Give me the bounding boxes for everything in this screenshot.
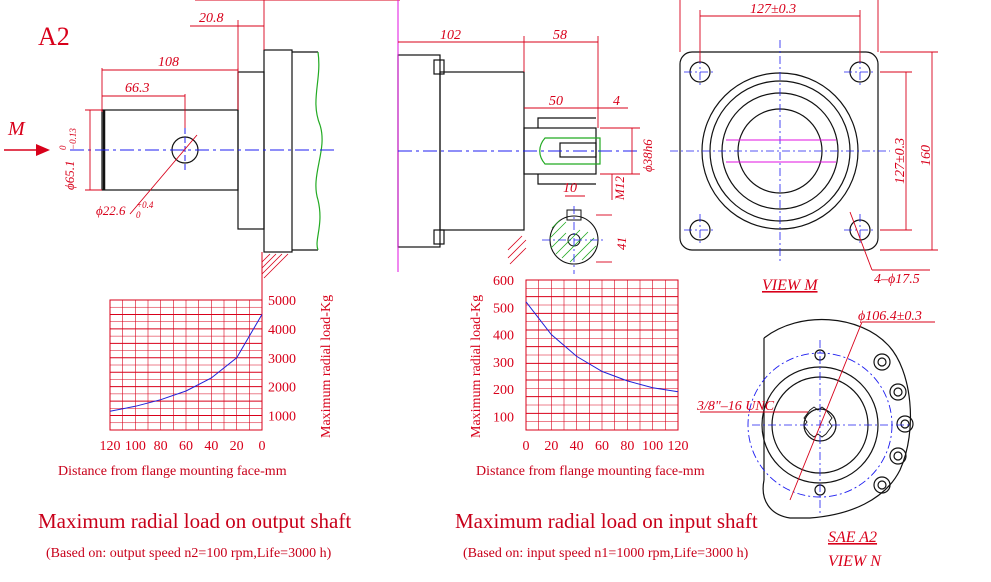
output-x-tick: 120: [100, 439, 121, 454]
svg-text:41: 41: [614, 237, 629, 250]
svg-text:ϕ22.6: ϕ22.6: [96, 203, 126, 218]
drawing-id: A2: [38, 22, 70, 51]
view-m-label: VIEW M: [762, 277, 819, 294]
view-m-arrow-label: M: [7, 118, 26, 140]
svg-text:M12: M12: [612, 176, 627, 201]
dim-bore-diameter: ϕ22.6 +0.4 0: [96, 200, 154, 220]
svg-text:0: 0: [136, 210, 141, 220]
svg-text:0: 0: [58, 145, 68, 150]
dim-20-8: 20.8: [199, 11, 224, 26]
dim-unc-thread: 3/8"–16 UNC: [696, 399, 775, 414]
svg-text:−0.13: −0.13: [68, 128, 78, 150]
sae-label: SAE A2: [828, 529, 877, 546]
output-load-chart: 120 100 80 60 40 20 0 5000 4000 3000 2000 1000 Max…: [100, 294, 335, 454]
output-chart-title: Maximum radial load on output shaft: [38, 509, 352, 533]
svg-text:160: 160: [919, 145, 934, 166]
input-y-tick: 200: [493, 383, 514, 398]
view-n-flange: [747, 318, 914, 519]
input-chart-title: Maximum radial load on input shaft: [455, 509, 758, 533]
dim-shaft-diameter: ϕ65.1 0 −0.13: [58, 128, 78, 190]
dim-160: 160: [919, 145, 934, 166]
output-y-tick: 5000: [268, 294, 296, 309]
input-chart-subtitle: (Based on: input speed n1=1000 rpm,Life=…: [463, 546, 749, 561]
dim-102: 102: [440, 28, 461, 43]
dim-bolt-holes: 4–ϕ17.5: [874, 272, 920, 287]
input-x-tick: 20: [544, 439, 558, 454]
output-y-tick: 1000: [268, 410, 296, 425]
shaft-cross-section: [542, 206, 606, 274]
output-y-tick: 2000: [268, 381, 296, 396]
output-x-axis-label: Distance from flange mounting face-mm: [58, 464, 287, 479]
input-x-axis-label: Distance from flange mounting face-mm: [476, 464, 705, 479]
svg-text:127±0.3: 127±0.3: [893, 138, 908, 184]
dim-106-4: ϕ106.4±0.3: [858, 309, 922, 324]
dim-41: 41: [614, 237, 629, 250]
input-x-tick: 100: [642, 439, 663, 454]
input-x-tick: 120: [668, 439, 689, 454]
output-x-tick: 0: [259, 439, 266, 454]
dim-m12: M12: [612, 176, 627, 201]
input-hatch: [507, 235, 527, 265]
input-x-tick: 80: [620, 439, 634, 454]
svg-text:Maximum radial load-Kg: Maximum radial load-Kg: [319, 295, 334, 438]
ground-hatch: [261, 253, 289, 279]
dim-58: 58: [553, 28, 567, 43]
output-load-curve: [109, 314, 263, 412]
output-x-tick: 40: [204, 439, 218, 454]
output-housing: [263, 49, 293, 253]
input-x-tick: 0: [523, 439, 530, 454]
input-y-tick: 600: [493, 274, 514, 289]
dim-38h6: ϕ38h6: [640, 139, 655, 172]
output-chart-subtitle: (Based on: output speed n2=100 rpm,Life=…: [46, 546, 332, 561]
input-y-tick: 400: [493, 329, 514, 344]
input-x-tick: 60: [595, 439, 609, 454]
svg-text:Maximum radial load-Kg: Maximum radial load-Kg: [469, 295, 484, 438]
svg-text:+0.4: +0.4: [136, 200, 154, 210]
output-y-axis-label: Maximum radial load-Kg: [319, 295, 334, 438]
output-x-tick: 80: [154, 439, 168, 454]
dim-66-3: 66.3: [125, 81, 150, 96]
input-y-tick: 500: [493, 301, 514, 316]
input-x-tick: 40: [570, 439, 584, 454]
output-y-tick: 3000: [268, 352, 296, 367]
dim-108: 108: [158, 55, 179, 70]
output-y-tick: 4000: [268, 323, 296, 338]
input-y-tick: 100: [493, 410, 514, 425]
input-y-axis-label: Maximum radial load-Kg: [469, 295, 484, 438]
output-x-tick: 100: [125, 439, 146, 454]
svg-text:ϕ65.1: ϕ65.1: [62, 161, 77, 190]
output-x-tick: 60: [179, 439, 193, 454]
view-n-label: VIEW N: [828, 553, 882, 570]
key-section: [539, 137, 601, 165]
input-load-chart: 0 20 40 60 80 100 120 600 500 400 300 200 100 Maxim…: [469, 274, 689, 454]
dim-127-horizontal: 127±0.3: [750, 2, 796, 17]
dim-50: 50: [549, 94, 563, 109]
svg-text:ϕ38h6: ϕ38h6: [640, 139, 655, 172]
view-arrow-icon: [4, 144, 50, 156]
dim-127-vertical: 127±0.3: [893, 138, 908, 184]
output-x-tick: 20: [230, 439, 244, 454]
dim-10: 10: [563, 181, 577, 196]
input-load-curve: [525, 301, 679, 393]
dim-4: 4: [613, 94, 620, 109]
break-line: [315, 51, 323, 251]
input-y-tick: 300: [493, 356, 514, 371]
